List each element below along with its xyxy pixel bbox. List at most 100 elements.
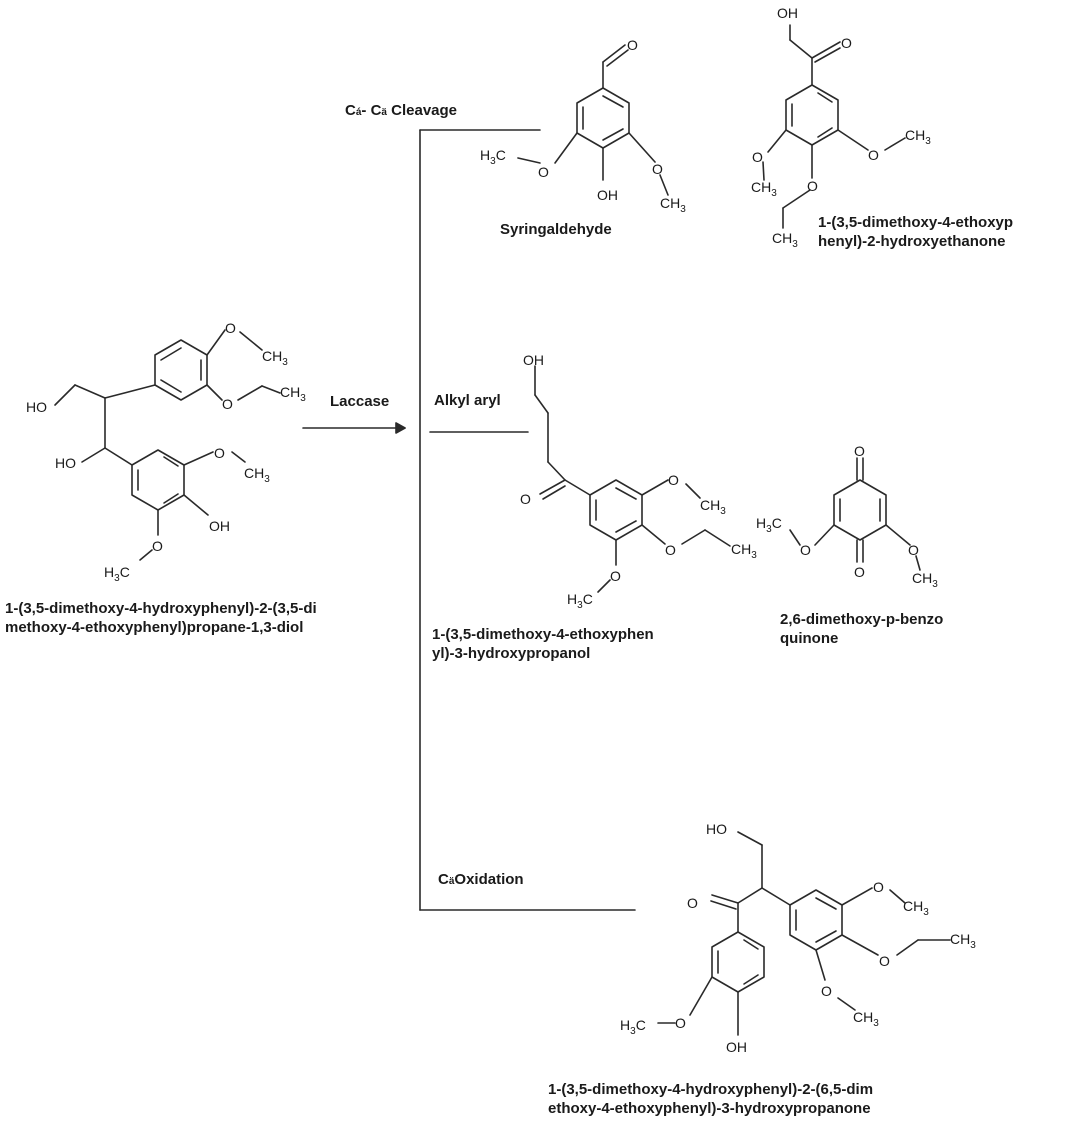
atom-o: O [222,396,233,412]
atom-o: O [687,895,698,911]
atom-ch: CH [912,570,932,586]
svg-text:CH3: CH3 [280,384,306,404]
name-line: 1-(3,5-dimethoxy-4-ethoxyphen [432,626,654,643]
atom-o: O [665,542,676,558]
atom-ch: CH [751,179,771,195]
atom-o: O [800,542,811,558]
hydroxyethanone-atom-labels: OH O O CH3 O CH3 O CH3 [751,5,931,250]
atom-ch: CH [853,1009,873,1025]
cleavage-separator: - [361,102,371,119]
atom-subscript: 3 [751,550,757,561]
hydroxypropanone-structure [657,831,951,1036]
atom-o: O [214,445,225,461]
atom-subscript: 3 [925,136,931,147]
svg-text:H3C: H3C [756,515,782,535]
svg-text:CH3: CH3 [772,230,798,250]
atom-o: O [807,178,818,194]
atom-c: C [636,1017,646,1033]
name-line: yl)-3-hydroxypropanol [432,645,591,662]
atom-ch: CH [772,230,792,246]
atom-h: H [104,564,114,580]
atom-o: O [854,443,865,459]
atom-o: O [879,953,890,969]
atom-o: O [538,164,549,180]
svg-text:CH3: CH3 [751,179,777,199]
svg-text:CH3: CH3 [903,898,929,918]
svg-text:CH3: CH3 [700,497,726,517]
atom-subscript: 3 [792,239,798,250]
name-line: 1-(3,5-dimethoxy-4-ethoxyp [818,214,1014,231]
svg-text:H3C: H3C [567,591,593,611]
atom-ch: CH [660,195,680,211]
atom-o: O [908,542,919,558]
hydroxyethanone-name: 1-(3,5-dimethoxy-4-ethoxyp henyl)-2-hydr… [818,213,1013,251]
reaction-arrow [302,422,406,434]
svg-text:CH3: CH3 [244,465,270,485]
atom-subscript: 3 [771,188,777,199]
atom-subscript: 3 [932,579,938,590]
atom-o: O [610,568,621,584]
atom-oh: OH [209,518,230,534]
name-line: henyl)-2-hydroxyethanone [818,233,1006,250]
branch-lines [419,129,636,911]
atom-subscript: 3 [720,506,726,517]
name-line: methoxy-4-ethoxyphenyl)propane-1,3-diol [5,619,304,636]
pathway-cleavage-label: Cá- Cä Cleavage [345,102,457,119]
atom-o: O [225,320,236,336]
atom-oh: OH [726,1039,747,1055]
atom-c: C [496,147,506,163]
svg-text:H3C: H3C [480,147,506,167]
svg-text:H3C: H3C [620,1017,646,1037]
pathway-alkyl-aryl-label: Alkyl aryl [434,392,501,409]
atom-ch: CH [280,384,300,400]
oxidation-text: Oxidation [454,871,524,888]
atom-ch: CH [731,541,751,557]
atom-h: H [756,515,766,531]
syringaldehyde-atom-labels: O H3C O OH O CH3 [480,37,686,215]
atom-ch: CH [700,497,720,513]
svg-text:CH3: CH3 [731,541,757,561]
cleavage-subscript-1: á [355,107,362,118]
atom-o: O [675,1015,686,1031]
atom-ch: CH [950,931,970,947]
oxidation-subscript: ä [448,876,455,887]
hydroxypropanol-atom-labels: OH O O CH3 O CH3 O H3C [520,352,757,611]
atom-subscript: 3 [680,204,686,215]
reagent-label: Laccase [330,393,390,410]
syringaldehyde-structure [517,44,669,196]
atom-o: O [868,147,879,163]
atom-h: H [567,591,577,607]
svg-text:CH3: CH3 [905,127,931,147]
hydroxyethanone-structure [762,24,906,229]
atom-c: C [583,591,593,607]
oxidation-carbon: C [438,871,449,888]
benzoquinone-structure [789,457,921,571]
substrate-structure [54,329,281,561]
name-line: ethoxy-4-ethoxyphenyl)-3-hydroxypropanon… [548,1100,871,1117]
svg-text:CH3: CH3 [912,570,938,590]
atom-subscript: 3 [766,524,772,535]
cleavage-carbon-2: C [370,102,382,119]
svg-text:CH3: CH3 [660,195,686,215]
cleavage-text: Cleavage [386,102,458,119]
atom-o: O [152,538,163,554]
name-line: 2,6-dimethoxy-p-benzo [780,611,944,628]
hydroxypropanone-name: 1-(3,5-dimethoxy-4-hydroxyphenyl)-2-(6,5… [548,1080,873,1118]
atom-ho: HO [706,821,727,837]
benzoquinone-atom-labels: O O H3C O O CH3 [756,443,938,590]
atom-o: O [520,491,531,507]
atom-ch: CH [262,348,282,364]
atom-c: C [120,564,130,580]
atom-subscript: 3 [264,474,270,485]
atom-o: O [873,879,884,895]
svg-text:H3C: H3C [104,564,130,584]
atom-ch: CH [903,898,923,914]
substrate-name: 1-(3,5-dimethoxy-4-hydroxyphenyl)-2-(3,5… [5,599,317,637]
atom-subscript: 3 [490,156,496,167]
atom-subscript: 3 [577,600,583,611]
atom-o: O [821,983,832,999]
atom-o: O [627,37,638,53]
name-line: Syringaldehyde [500,221,612,238]
hydroxypropanol-name: 1-(3,5-dimethoxy-4-ethoxyphen yl)-3-hydr… [432,625,654,663]
